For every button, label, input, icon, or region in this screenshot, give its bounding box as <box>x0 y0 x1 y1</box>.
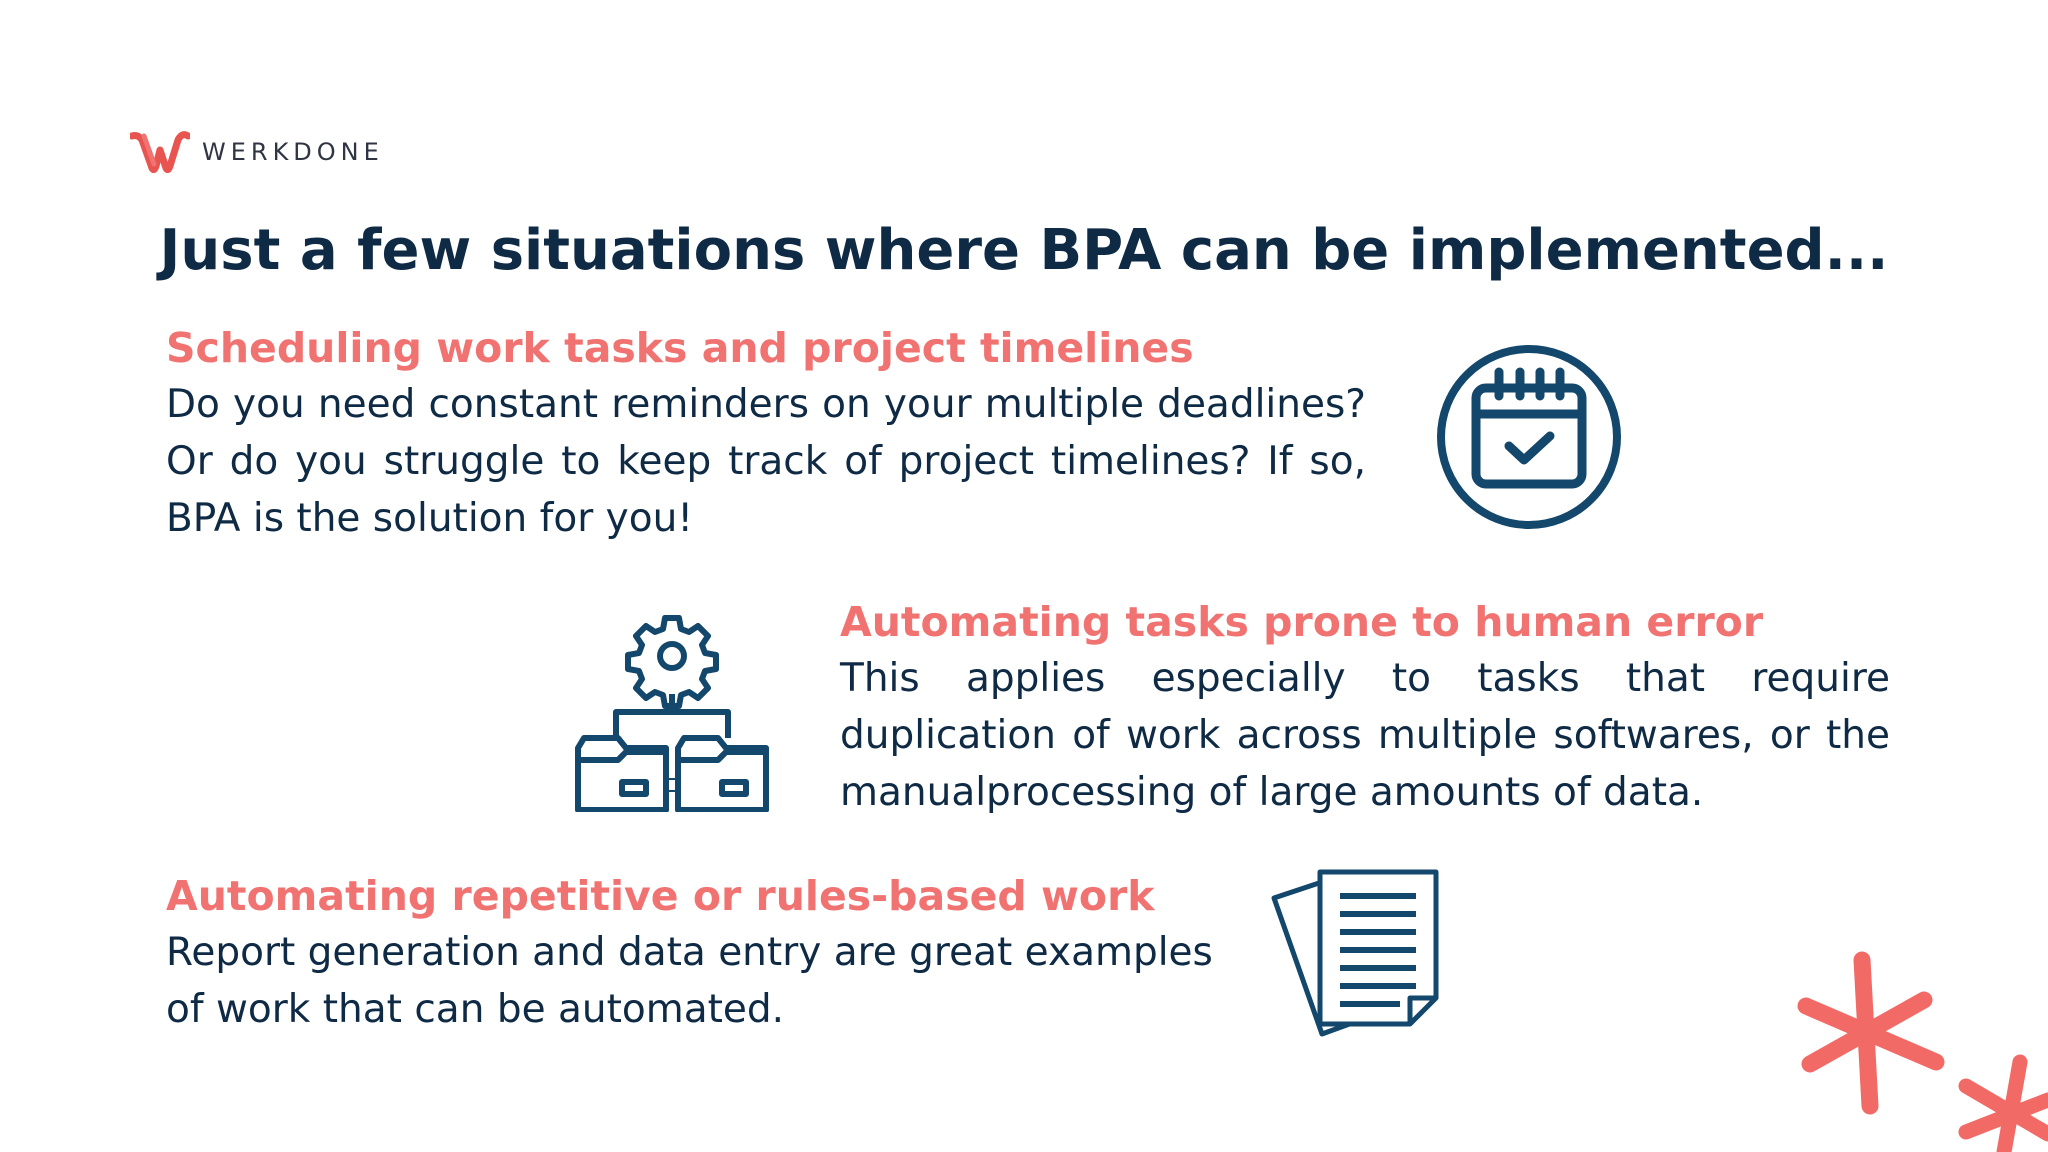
section-human-error: Automating tasks prone to human error Th… <box>840 594 1890 821</box>
gear-folders-icon <box>575 615 769 812</box>
brand-logo: WERKDONE <box>130 128 384 176</box>
section-scheduling: Scheduling work tasks and project timeli… <box>166 320 1366 547</box>
section-heading: Automating tasks prone to human error <box>840 598 1764 646</box>
section-heading: Scheduling work tasks and project timeli… <box>166 324 1194 372</box>
section-body: This applies especially to tasks that re… <box>840 656 1890 815</box>
section-body: Report generation and data entry are gre… <box>166 930 1213 1032</box>
section-body: Do you need constant reminders on your m… <box>166 382 1366 541</box>
section-repetitive-work: Automating repetitive or rules-based wor… <box>166 868 1236 1038</box>
sparkle-decoration-icon <box>1797 951 2048 1152</box>
calendar-check-icon <box>1437 345 1621 529</box>
section-heading: Automating repetitive or rules-based wor… <box>166 872 1155 920</box>
brand-name: WERKDONE <box>202 138 384 166</box>
documents-icon <box>1271 869 1439 1037</box>
werkdone-logo-icon <box>130 131 190 174</box>
page-title: Just a few situations where BPA can be i… <box>159 218 1889 283</box>
